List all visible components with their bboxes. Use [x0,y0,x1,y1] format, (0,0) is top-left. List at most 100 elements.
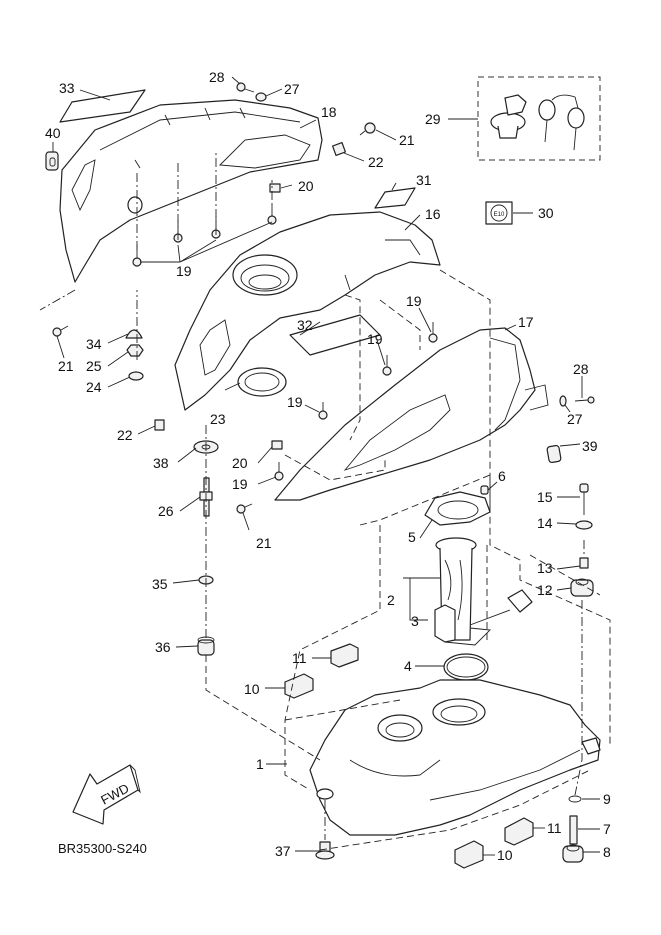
nut-25[interactable] [126,344,144,357]
callout-28-top: 28 [209,69,225,85]
screw-21-left[interactable] [52,325,69,337]
damper-block-10-left[interactable] [284,673,314,699]
tank-cover-16[interactable] [174,211,441,411]
callout-30: 30 [538,205,554,221]
callout-22-left: 22 [117,427,133,443]
screw-19-mid-c[interactable] [318,402,328,420]
screw-19-low[interactable] [274,462,284,481]
callout-27-right: 27 [567,411,583,427]
callout-38: 38 [153,455,169,471]
callout-19-low: 19 [232,476,248,492]
washer-24[interactable] [128,371,144,381]
callout-15: 15 [537,489,553,505]
callout-29: 29 [425,111,441,127]
callout-19-mid-b: 19 [367,331,383,347]
collar-7[interactable] [569,815,578,845]
callout-3: 3 [411,613,419,629]
forward-direction-arrow: FWD [72,764,141,825]
label-32[interactable] [289,314,381,356]
callout-19-mid-c: 19 [287,394,303,410]
callout-22-top: 22 [368,154,384,170]
callout-labels: 33 40 28 27 18 21 22 20 29 31 16 30 19 2… [45,69,611,863]
callout-18: 18 [321,104,337,120]
callout-25: 25 [86,358,102,374]
side-cover-left-18[interactable] [59,99,323,283]
nut-22-left[interactable] [154,419,165,431]
callout-12: 12 [537,582,553,598]
callout-10-left: 10 [244,681,260,697]
washer-27-right[interactable] [559,395,567,407]
damper-block-11-right[interactable] [504,817,534,846]
callout-31: 31 [416,172,432,188]
screw-21-low[interactable] [236,503,253,514]
callout-19-mid-a: 19 [406,293,422,309]
callout-39: 39 [582,438,598,454]
cap-34[interactable] [125,329,143,339]
callout-21-left: 21 [58,358,74,374]
e10-text: E10 [494,212,505,218]
bolt-28-right[interactable] [574,396,595,404]
callout-1: 1 [256,756,264,772]
callout-14: 14 [537,515,553,531]
screw-21-top[interactable] [359,122,376,136]
callout-32: 32 [297,317,313,333]
callout-19-top: 19 [176,263,192,279]
callout-2: 2 [387,592,395,608]
damper-12[interactable] [570,578,594,597]
washer-27-top[interactable] [255,92,267,102]
leader-lines [52,76,600,856]
fuel-pump-2[interactable] [434,537,533,646]
pump-plate-5[interactable] [424,491,491,526]
e10-label-30[interactable]: E10 [485,201,513,225]
label-31[interactable] [374,187,416,209]
callout-26: 26 [158,503,174,519]
grommet-40[interactable] [45,151,59,171]
fuel-cap-keys-29[interactable] [477,76,601,161]
collar-13[interactable] [579,557,589,569]
nut-22-top[interactable] [331,141,347,157]
nut-20-top[interactable] [269,183,281,193]
damper-8[interactable] [562,844,584,863]
screw-19-mid-a[interactable] [428,322,438,343]
assembly-lines [39,150,611,851]
callout-28-right: 28 [573,361,589,377]
callout-8: 8 [603,844,611,860]
callout-4: 4 [404,658,412,674]
clip-9[interactable] [568,795,582,803]
damper-block-10-right[interactable] [454,840,484,869]
callout-10-right: 10 [497,847,513,863]
label-33[interactable] [59,89,146,123]
callout-5: 5 [408,529,416,545]
side-cover-right-17[interactable] [274,327,549,501]
nut-20-mid[interactable] [271,440,283,450]
callout-27-top: 27 [284,81,300,97]
drawing-code: BR35300-S240 [58,841,147,856]
cap-ring-23[interactable] [237,367,287,397]
callout-23: 23 [210,411,226,427]
callout-20-top: 20 [298,178,314,194]
bolt-15[interactable] [579,483,589,515]
callout-36: 36 [155,639,171,655]
damper-36[interactable] [197,636,215,656]
callout-7: 7 [603,821,611,837]
callout-21-top: 21 [399,132,415,148]
callout-33: 33 [59,80,75,96]
callout-11-left: 11 [292,650,307,666]
pump-gasket-4[interactable] [443,653,489,681]
collar-37[interactable] [315,841,335,860]
callout-6: 6 [498,468,506,484]
washer-14[interactable] [575,520,593,530]
callout-16: 16 [425,206,441,222]
callout-37: 37 [275,843,291,859]
callout-9: 9 [603,791,611,807]
fuel-tank-1[interactable] [309,679,601,836]
callout-21-low: 21 [256,535,272,551]
damper-block-11-left[interactable] [330,643,359,668]
callout-35: 35 [152,576,168,592]
callout-17: 17 [518,314,534,330]
grommet-39[interactable] [546,444,562,464]
bolt-28-top[interactable] [236,82,255,93]
nut-6[interactable] [480,485,489,495]
screw-19-mid-b[interactable] [382,355,392,376]
